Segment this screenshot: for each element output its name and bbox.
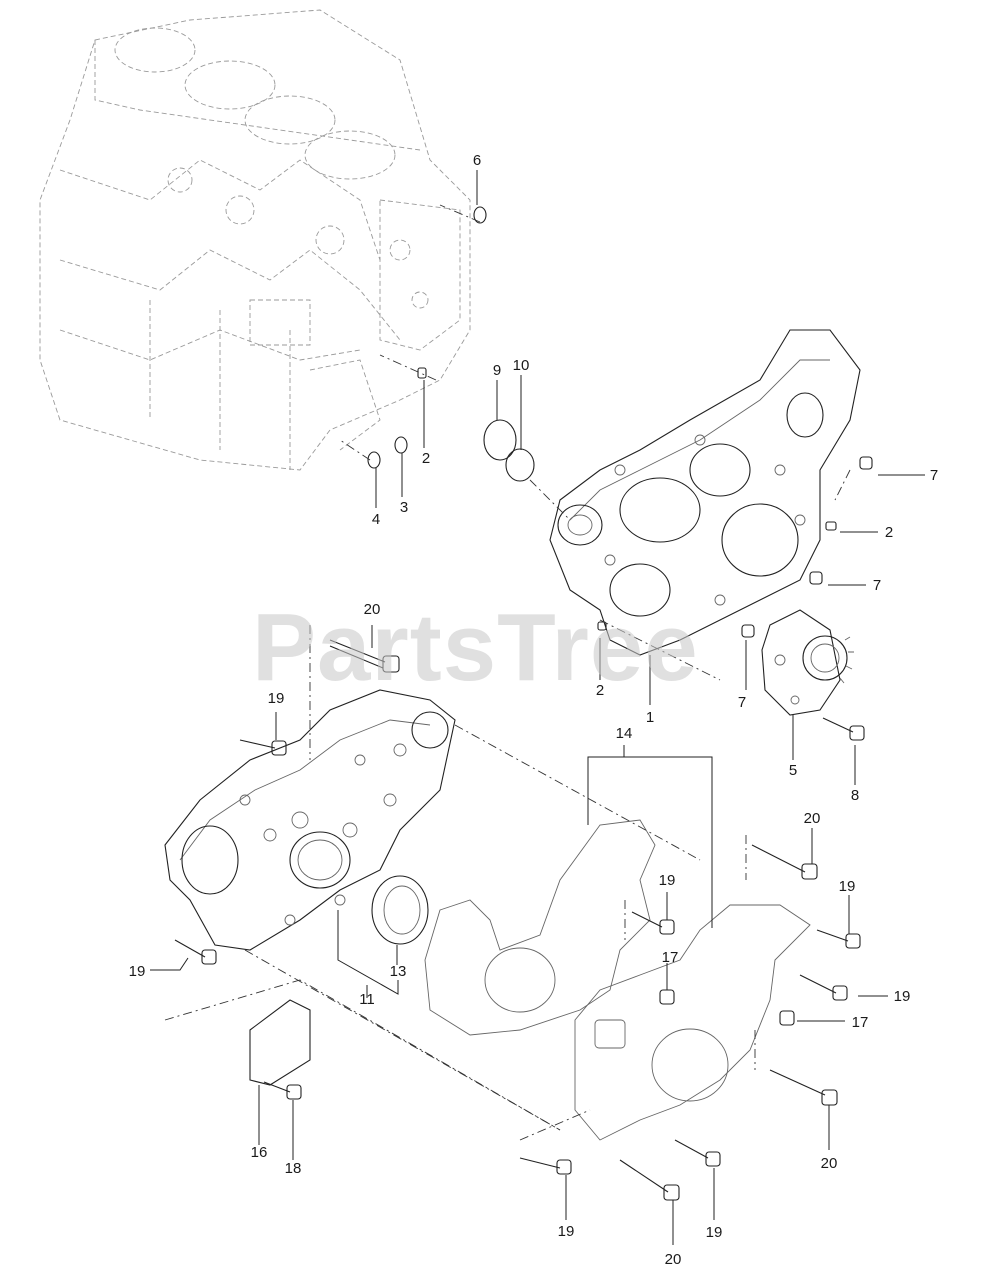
callout-2-lower: 2 [596,682,604,699]
oil-seal-illustration [371,875,429,945]
callout-18: 18 [285,1160,302,1177]
callout-19-right: 19 [894,988,911,1005]
callout-20-right-upper: 20 [804,810,821,827]
oil-pump-illustration [761,609,854,716]
gear-case-illustration [549,329,861,656]
callout-19-right-upper: 19 [839,878,856,895]
callout-7-upper: 7 [930,467,938,484]
callout-1: 1 [646,709,654,726]
callout-19-bottom-left: 19 [558,1223,575,1240]
plate-illustration [574,904,811,1141]
gasket-illustration [424,819,656,1036]
callout-19-cover-top: 19 [268,690,285,707]
callout-7-lower: 7 [738,694,746,711]
callout-13: 13 [390,963,407,980]
callout-5: 5 [789,762,797,779]
callout-19-center: 19 [659,872,676,889]
small-parts-illustration [367,206,837,631]
assembly-lines [164,204,851,1141]
callout-2-right: 2 [885,524,893,541]
callout-2-block: 2 [422,450,430,467]
callout-11: 11 [359,991,375,1008]
callout-14: 14 [616,725,633,742]
callout-7-middle: 7 [873,577,881,594]
cover-plate-illustration [249,999,311,1086]
callout-4: 4 [372,511,380,528]
callout-10: 10 [513,357,530,374]
parts-tree-watermark: PartsTree [252,594,699,701]
callout-3: 3 [400,499,408,516]
leader-lines [150,170,925,1245]
callout-19-bottom-right: 19 [706,1224,723,1241]
front-cover-illustration [164,689,456,951]
callout-19-left: 19 [129,963,146,980]
callout-6: 6 [473,152,481,169]
callout-20-upper: 20 [364,601,381,618]
callout-8: 8 [851,787,859,804]
callout-17-right: 17 [852,1014,869,1031]
callout-17-center: 17 [662,949,679,966]
callout-labels: 6 9 10 2 4 3 7 2 7 20 2 1 7 5 8 19 14 20… [129,152,939,1268]
callout-20-bottom: 20 [665,1251,682,1268]
engine-block-illustration [39,9,471,471]
callout-20-right-lower: 20 [821,1155,838,1172]
callout-9: 9 [493,362,501,379]
bolts-illustration [174,456,873,1201]
callout-16: 16 [251,1144,268,1161]
